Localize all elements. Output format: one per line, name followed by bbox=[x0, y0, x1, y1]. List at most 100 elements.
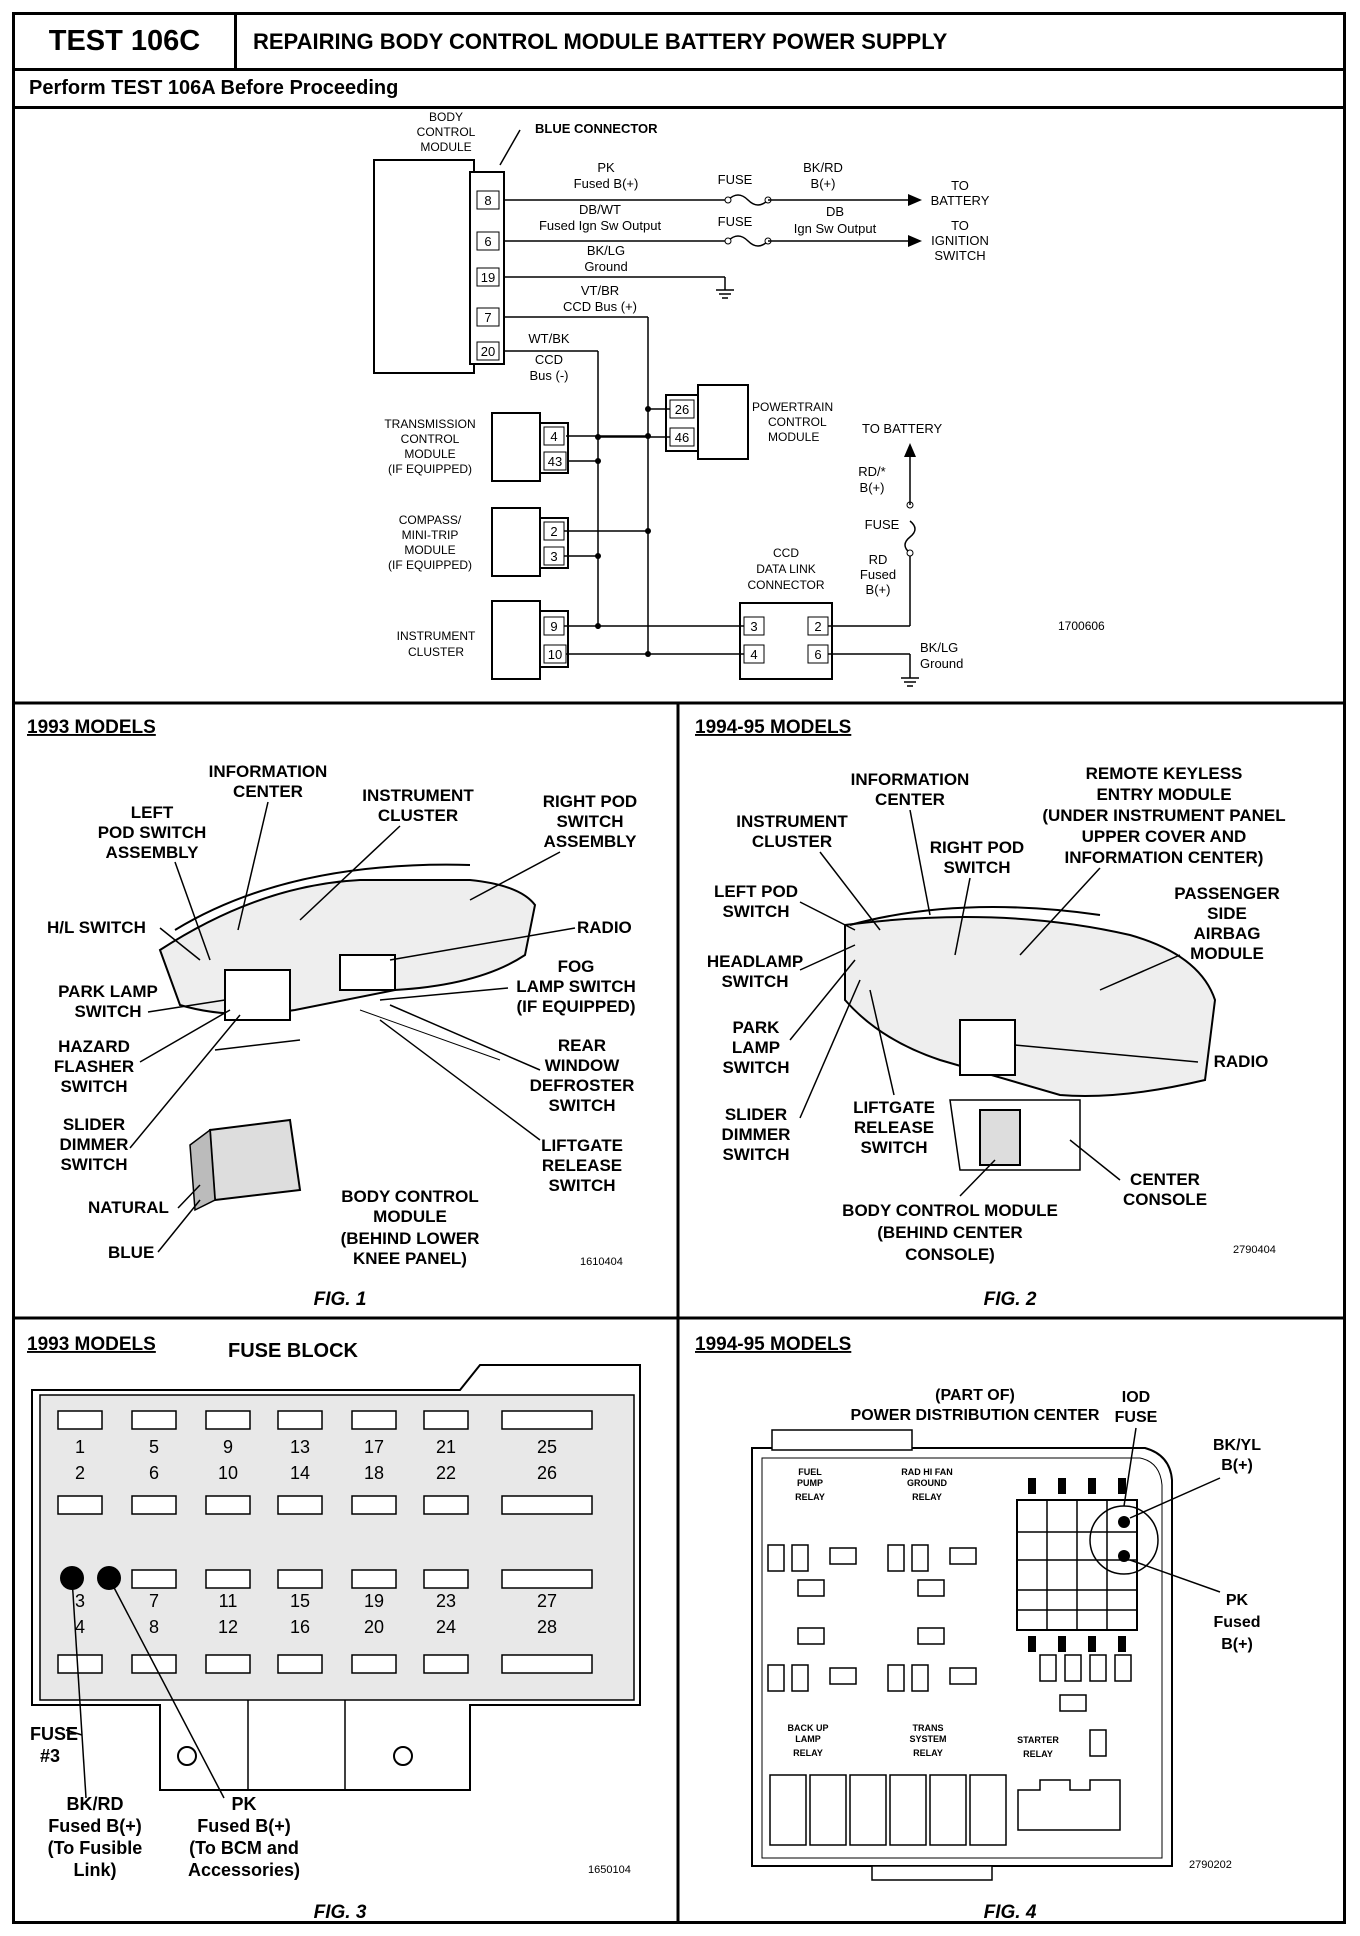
fig2-slider-2: DIMMER bbox=[722, 1125, 791, 1144]
fig1-blue: BLUE bbox=[108, 1243, 154, 1262]
relay-fuel-1: FUEL bbox=[798, 1467, 822, 1477]
fig2-rke-2: ENTRY MODULE bbox=[1096, 785, 1231, 804]
fuse-number-label: 14 bbox=[290, 1463, 310, 1483]
fig3-bkrd-1: BK/RD bbox=[67, 1794, 124, 1814]
fuse-number-label: 27 bbox=[537, 1591, 557, 1611]
fig2-park-2: LAMP bbox=[732, 1038, 780, 1057]
fuse-block-inner bbox=[39, 1394, 635, 1701]
fig1-info-2: CENTER bbox=[233, 782, 303, 801]
pdc-fuse-tab bbox=[1058, 1478, 1066, 1494]
wiring-schematic: BODY CONTROL MODULE BLUE CONNECTOR 8 6 1… bbox=[373, 110, 1105, 687]
compass-label-4: (IF EQUIPPED) bbox=[388, 558, 472, 572]
bcm-label-3: MODULE bbox=[420, 140, 471, 154]
fig3-ref: 1650104 bbox=[588, 1864, 631, 1876]
fig2-headlamp-2: SWITCH bbox=[721, 972, 788, 991]
dlc-label-2: DATA LINK bbox=[756, 562, 816, 576]
fig1-ref: 1610404 bbox=[580, 1256, 623, 1268]
relay-fuel-3: RELAY bbox=[795, 1492, 825, 1502]
arrow-to-battery bbox=[908, 194, 922, 206]
fig1-park-1: PARK LAMP bbox=[58, 982, 158, 1001]
rd-wire-1: RD/* bbox=[858, 464, 885, 479]
wire-bkrd-1: BK/RD bbox=[803, 160, 843, 175]
relay-radfan-3: RELAY bbox=[912, 1492, 942, 1502]
fuse1-label: FUSE bbox=[718, 172, 753, 187]
compass-box bbox=[491, 507, 541, 577]
fig1-rightpod-1: RIGHT POD bbox=[543, 792, 637, 811]
bcm-pin-6-label: 6 bbox=[484, 234, 491, 249]
fuse-slot bbox=[501, 1410, 593, 1430]
fig3-pk-2: Fused B(+) bbox=[197, 1816, 291, 1836]
fig2-liftgate-3: SWITCH bbox=[860, 1138, 927, 1157]
pdc-relay-cavity bbox=[917, 1627, 945, 1645]
fig1-radio: RADIO bbox=[577, 918, 632, 937]
fig3-caption: FIG. 3 bbox=[314, 1902, 367, 1923]
wire-dbwt-2: Fused Ign Sw Output bbox=[539, 218, 662, 233]
pdc-relay-cavity bbox=[911, 1544, 929, 1572]
bcm-pin-6 bbox=[476, 231, 500, 251]
fig3-heading: 1993 MODELS bbox=[27, 1334, 156, 1355]
to-battery2-label: TO BATTERY bbox=[862, 421, 943, 436]
fig2-caption: FIG. 2 bbox=[984, 1289, 1037, 1310]
wire-wtbk-1: WT/BK bbox=[528, 331, 569, 346]
fig3-bkrd-4: Link) bbox=[74, 1860, 117, 1880]
fuse-slot bbox=[205, 1569, 251, 1589]
fig1-hl-switch: H/L SWITCH bbox=[47, 918, 146, 937]
fig1-leftpod-2: POD SWITCH bbox=[98, 823, 207, 842]
compass-pin-3: 3 bbox=[550, 549, 557, 564]
fig1-rightpod-2: SWITCH bbox=[556, 812, 623, 831]
fig1-rightpod-3: ASSEMBLY bbox=[544, 832, 638, 851]
tcm-pin-4: 4 bbox=[550, 429, 557, 444]
fuse-slot bbox=[351, 1410, 397, 1430]
fig4-bkyl-1: BK/YL bbox=[1213, 1437, 1261, 1454]
fig2-slider-1: SLIDER bbox=[725, 1105, 787, 1124]
fig4-iod-2: FUSE bbox=[1115, 1409, 1158, 1426]
to-ignition-3: SWITCH bbox=[934, 248, 985, 263]
pdc-relay-cavity bbox=[1039, 1654, 1057, 1682]
blue-connector-leader bbox=[499, 129, 521, 166]
fig3-subheading: FUSE BLOCK bbox=[228, 1340, 359, 1362]
pcm-box bbox=[697, 384, 749, 460]
bcm-box bbox=[373, 159, 475, 374]
wire-bklg-1: BK/LG bbox=[587, 243, 625, 258]
fig2-liftgate-2: RELEASE bbox=[854, 1118, 934, 1137]
relay-starter-1: STARTER bbox=[1017, 1735, 1059, 1745]
fig4-iod-1: IOD bbox=[1122, 1389, 1150, 1406]
fig1-cluster-sketch bbox=[224, 969, 291, 1021]
fuse-number-label: 24 bbox=[436, 1617, 456, 1637]
fuse-slot bbox=[277, 1654, 323, 1674]
pdc-bottom-tab bbox=[871, 1865, 993, 1881]
fig2-rightpod-1: RIGHT POD bbox=[930, 838, 1024, 857]
pdc-relay-cavity bbox=[791, 1544, 809, 1572]
fuse-slot bbox=[57, 1654, 103, 1674]
fuse-number-label: 15 bbox=[290, 1591, 310, 1611]
fuse-slot bbox=[57, 1410, 103, 1430]
rd-fused-1: RD bbox=[869, 552, 888, 567]
relay-backup-2: LAMP bbox=[795, 1734, 821, 1744]
fig2-heading: 1994-95 MODELS bbox=[695, 717, 851, 738]
fig2-bcm-3: CONSOLE) bbox=[905, 1245, 995, 1264]
fig2-panel: 1994-95 MODELS INFORMATION CENTER REMOTE… bbox=[695, 717, 1286, 1310]
fig1-heading: 1993 MODELS bbox=[27, 717, 156, 738]
fig2-dash-body bbox=[844, 916, 1217, 1097]
pdc-connector-cavity bbox=[809, 1774, 847, 1846]
to-battery-1: TO bbox=[951, 178, 969, 193]
fuse-slot bbox=[277, 1410, 323, 1430]
dlc-label-3: CONNECTOR bbox=[747, 578, 824, 592]
fig3-pk-1: PK bbox=[231, 1794, 256, 1814]
fig1-hazard-3: SWITCH bbox=[60, 1077, 127, 1096]
fig1-fog-2: LAMP SWITCH bbox=[516, 977, 636, 996]
fuse-slot bbox=[205, 1410, 251, 1430]
pdc-top-tab bbox=[771, 1429, 913, 1451]
dlc-label-1: CCD bbox=[773, 546, 799, 560]
fig3-bolt-right bbox=[393, 1746, 413, 1766]
bcm-pin-8 bbox=[476, 190, 500, 210]
fig3-bkrd-3: (To Fusible bbox=[48, 1838, 143, 1858]
fuse-number-label: 7 bbox=[149, 1591, 159, 1611]
fig2-leftpod-2: SWITCH bbox=[722, 902, 789, 921]
fig1-bcm-sketch bbox=[208, 1118, 302, 1202]
pdc-fuse-tab bbox=[1028, 1636, 1036, 1652]
bklg2-2: Ground bbox=[920, 656, 963, 671]
compass-pin-2: 2 bbox=[550, 524, 557, 539]
pdc-connector-cavity bbox=[889, 1774, 927, 1846]
fig4-pk-2: Fused bbox=[1213, 1614, 1260, 1631]
